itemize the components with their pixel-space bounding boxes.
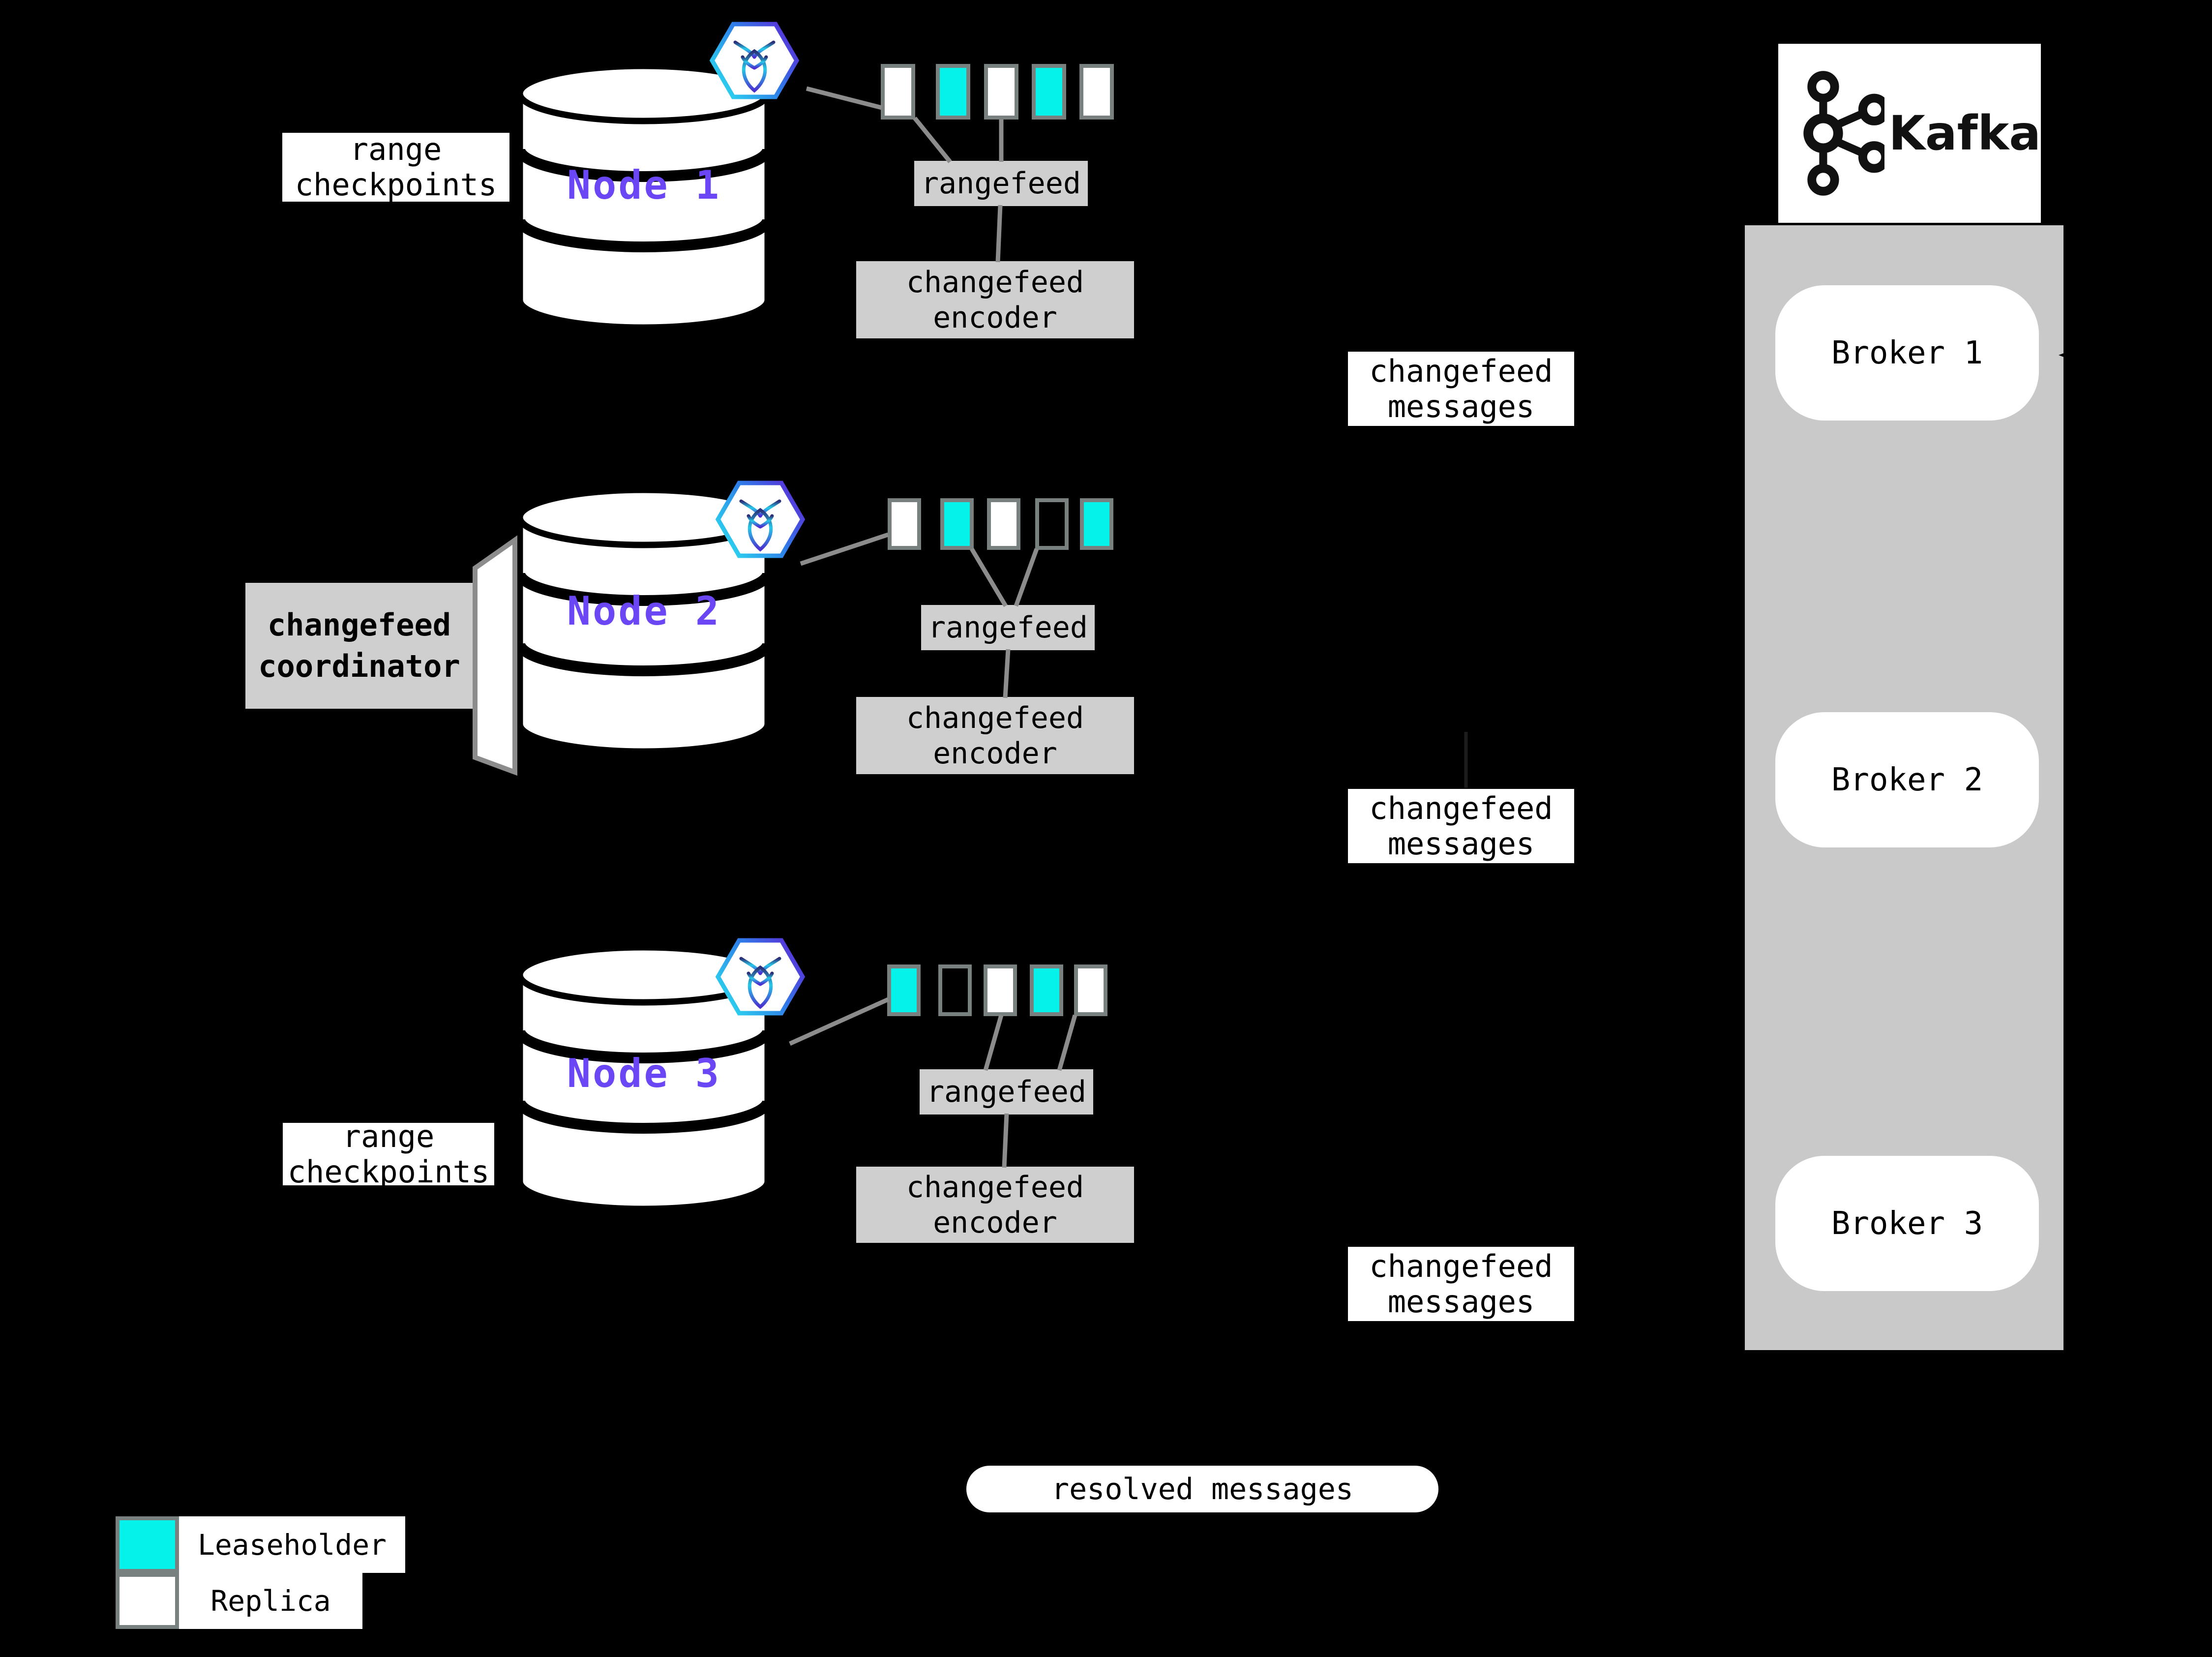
label-line: encoder	[933, 1205, 1057, 1240]
label-line: messages	[1387, 388, 1535, 424]
node3-range-4	[1030, 964, 1063, 1016]
range-checkpoints-label-top: range checkpoints	[282, 131, 509, 203]
line-range4-to-rangefeed2	[1014, 548, 1039, 607]
cockroachdb-icon	[716, 938, 805, 1016]
line-range5-to-rangefeed3	[1057, 1014, 1077, 1071]
label-line: changefeed	[267, 607, 451, 643]
node2-range-5	[1080, 498, 1113, 550]
resolved-messages-pill: resolved messages	[966, 1466, 1438, 1512]
label-line: messages	[1387, 1283, 1535, 1320]
kafka-logo-text: Kafka	[1888, 106, 2041, 161]
line-node1-to-ranges	[806, 86, 883, 110]
node1-range-1	[881, 64, 915, 120]
line-range2-to-rangefeed2	[970, 547, 1008, 607]
label-line: changefeed	[1369, 353, 1553, 389]
label-line: range	[350, 131, 442, 167]
label-line: changefeed	[906, 700, 1084, 735]
changefeed-messages-label-3: changefeed messages	[1348, 1247, 1574, 1321]
label-line: encoder	[933, 300, 1057, 335]
line-rangefeed2-to-encoder2	[1003, 649, 1011, 698]
node1-range-2	[936, 64, 970, 120]
node3-label: Node 3	[567, 1051, 721, 1096]
node3-range-5	[1074, 964, 1107, 1016]
line-range3-to-rangefeed3	[983, 1014, 1004, 1071]
range-checkpoints-label-bottom: range checkpoints	[283, 1118, 494, 1189]
legend-leaseholder-swatch	[116, 1516, 179, 1573]
label-line: changefeed	[1369, 1248, 1553, 1284]
kafka-logo-box: Kafka	[1778, 44, 2041, 223]
node1-range-3	[984, 64, 1018, 120]
legend-replica-swatch	[116, 1573, 179, 1629]
changefeed-coordinator-label: changefeed coordinator	[245, 583, 473, 709]
node3-range-2	[938, 964, 972, 1016]
broker-2-box: Broker 2	[1775, 712, 2039, 847]
node3-range-1	[887, 964, 921, 1016]
node3-rangefeed-box: rangefeed	[920, 1069, 1093, 1115]
label-line: changefeed	[906, 265, 1084, 300]
cockroachdb-icon	[710, 22, 799, 99]
label-line: changefeed	[906, 1170, 1084, 1205]
node1-label: Node 1	[567, 162, 721, 208]
line-rangefeed1-to-encoder1	[995, 205, 1003, 263]
node1-range-4	[1032, 64, 1066, 120]
node2-database-cylinder	[515, 487, 773, 755]
label-line: encoder	[933, 736, 1057, 771]
node3-changefeed-encoder-box: changefeed encoder	[856, 1167, 1134, 1243]
node2-range-2	[940, 498, 974, 550]
label-line: coordinator	[258, 648, 460, 684]
node1-changefeed-encoder-box: changefeed encoder	[856, 261, 1134, 338]
legend-replica-label: Replica	[179, 1573, 362, 1629]
label-line: messages	[1387, 825, 1535, 862]
node1-database-cylinder	[515, 63, 773, 331]
coordinator-ribbon	[473, 535, 517, 776]
node1-range-5	[1079, 64, 1114, 120]
label-line: changefeed	[1369, 790, 1553, 826]
node3-database-cylinder	[515, 944, 773, 1212]
node2-range-4	[1035, 498, 1069, 550]
node2-label: Node 2	[567, 588, 721, 634]
label-line: checkpoints	[287, 1153, 490, 1190]
node2-rangefeed-box: rangefeed	[921, 605, 1095, 650]
node2-changefeed-encoder-box: changefeed encoder	[856, 697, 1134, 774]
line-node2-to-ranges	[800, 532, 889, 566]
changefeed-messages-label-1: changefeed messages	[1348, 352, 1574, 426]
kafka-icon	[1803, 71, 1885, 196]
node2-range-3	[987, 498, 1020, 550]
cockroachdb-icon	[716, 481, 805, 558]
node3-range-3	[984, 964, 1017, 1016]
node2-range-1	[888, 498, 921, 550]
label-line: range	[342, 1118, 435, 1154]
label-line: checkpoints	[295, 167, 497, 203]
legend-leaseholder-label: Leaseholder	[179, 1516, 405, 1573]
line-rangefeed3-to-encoder3	[1002, 1113, 1009, 1168]
broker-1-box: Broker 1	[1775, 285, 2039, 421]
node1-rangefeed-box: rangefeed	[914, 161, 1088, 206]
broker-3-box: Broker 3	[1775, 1156, 2039, 1291]
changefeed-messages-label-2: changefeed messages	[1348, 789, 1574, 863]
line-range1-to-rangefeed1	[913, 117, 952, 163]
